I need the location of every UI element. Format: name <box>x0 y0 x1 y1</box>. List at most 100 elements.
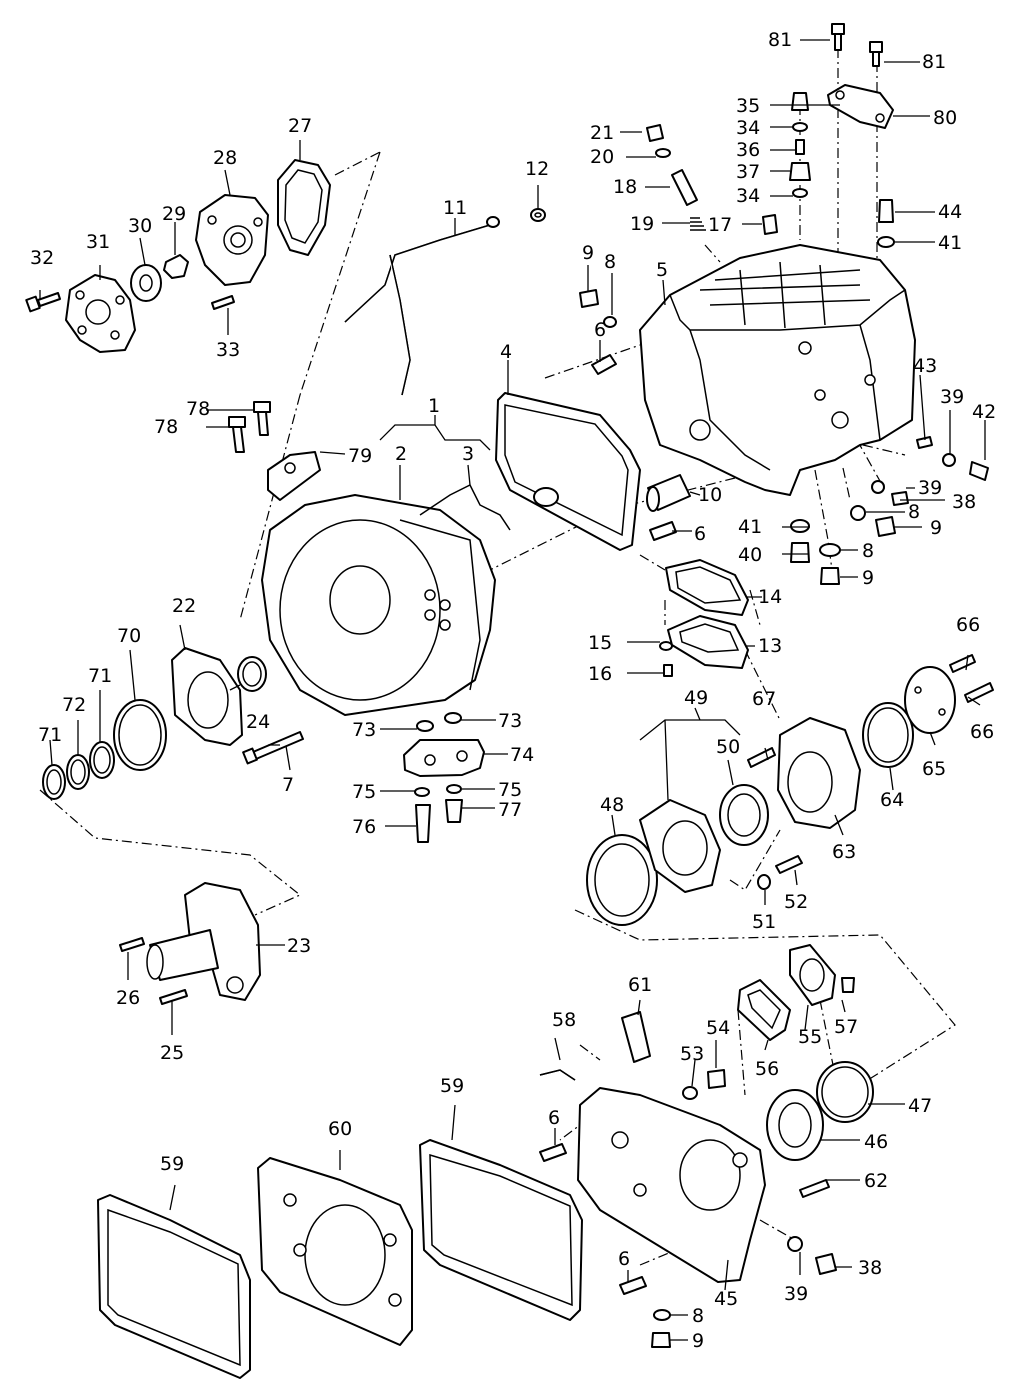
label-60: 60 <box>328 1118 352 1140</box>
pipe-10 <box>646 474 691 512</box>
label-19: 19 <box>630 213 654 235</box>
label-76: 76 <box>352 816 376 838</box>
label-80: 80 <box>933 107 957 129</box>
cover-65 <box>904 666 956 734</box>
label-45: 45 <box>714 1288 738 1310</box>
pin-6-lower-left <box>539 1143 567 1162</box>
label-21: 21 <box>590 122 614 144</box>
bolt-25 <box>159 989 188 1005</box>
bolt-52 <box>775 855 803 874</box>
label-32: 32 <box>30 247 54 269</box>
washer-20 <box>655 148 671 158</box>
label-40: 40 <box>738 544 762 566</box>
fitting-40 <box>790 542 810 563</box>
label-3: 3 <box>462 443 474 465</box>
label-5: 5 <box>656 259 668 281</box>
label-78a: 78 <box>186 398 210 420</box>
valve-block-74 <box>403 739 485 777</box>
label-58: 58 <box>552 1009 576 1031</box>
label-29: 29 <box>162 203 186 225</box>
part-labels: 81 81 35 80 34 36 37 34 44 41 21 20 18 1… <box>30 29 996 1352</box>
label-47: 47 <box>908 1095 932 1117</box>
label-25: 25 <box>160 1042 184 1064</box>
label-10: 10 <box>698 484 722 506</box>
label-9a: 9 <box>582 242 594 264</box>
label-52: 52 <box>784 891 808 913</box>
label-34b: 34 <box>736 185 760 207</box>
plate-22 <box>171 647 243 746</box>
label-9d: 9 <box>692 1330 704 1352</box>
bolt-67 <box>747 747 776 768</box>
gasket-60 <box>257 1157 413 1346</box>
lock-ring-72 <box>66 754 90 790</box>
gasket-4 <box>495 392 641 551</box>
seal-75-left <box>414 787 430 797</box>
gasket-14 <box>665 559 749 616</box>
label-18: 18 <box>613 176 637 198</box>
pin-6-lower <box>619 1276 647 1295</box>
label-38a: 38 <box>952 491 976 513</box>
label-75b: 75 <box>498 779 522 801</box>
bolt-33 <box>211 295 235 310</box>
bolt-78-right <box>253 401 271 436</box>
bolt-66-lower <box>964 682 994 703</box>
label-39a: 39 <box>940 386 964 408</box>
fitting-37 <box>789 162 811 181</box>
label-75a: 75 <box>352 781 376 803</box>
o-ring-47 <box>816 1061 874 1123</box>
pin-18 <box>671 169 698 206</box>
label-11: 11 <box>443 197 467 219</box>
label-17: 17 <box>708 214 732 236</box>
cover-45 <box>577 1087 766 1283</box>
pump-gear-30 <box>130 264 162 302</box>
bolt-62 <box>799 1179 830 1198</box>
label-55: 55 <box>798 1026 822 1048</box>
transmission-housing-5 <box>639 244 916 496</box>
label-16: 16 <box>588 663 612 685</box>
label-42: 42 <box>972 401 996 423</box>
plug-17 <box>762 214 778 235</box>
bolt-57 <box>841 977 855 993</box>
valve-77 <box>445 799 463 823</box>
label-36: 36 <box>736 139 760 161</box>
label-61: 61 <box>628 974 652 996</box>
label-65: 65 <box>922 758 946 780</box>
washer-39-mid <box>871 480 885 494</box>
label-34a: 34 <box>736 117 760 139</box>
label-78b: 78 <box>154 416 178 438</box>
bracket-80 <box>827 84 894 129</box>
label-44: 44 <box>938 201 962 223</box>
washer-41-lower <box>790 519 810 533</box>
label-6c: 6 <box>548 1107 560 1129</box>
pin-6-mid <box>649 521 677 541</box>
washer-39-lower <box>787 1236 803 1252</box>
label-51: 51 <box>752 911 776 933</box>
bolt-81-right <box>869 41 883 67</box>
bolt-38-lower <box>815 1253 837 1275</box>
cover-13 <box>667 615 749 669</box>
bolt-66-upper <box>949 654 976 673</box>
label-24: 24 <box>246 711 270 733</box>
label-56: 56 <box>755 1058 779 1080</box>
o-ring-70 <box>113 699 167 771</box>
clutch-housing-2 <box>261 494 496 716</box>
label-53: 53 <box>680 1043 704 1065</box>
label-14: 14 <box>758 586 782 608</box>
pump-cover-31 <box>65 274 136 353</box>
label-41b: 41 <box>938 232 962 254</box>
output-cover-23 <box>146 882 261 1001</box>
plug-9-upper <box>579 289 599 308</box>
pump-housing-28 <box>195 194 269 286</box>
label-6a: 6 <box>594 319 606 341</box>
plug-54 <box>707 1069 726 1089</box>
label-70: 70 <box>117 625 141 647</box>
label-8d: 8 <box>692 1305 704 1327</box>
label-63: 63 <box>832 841 856 863</box>
label-6d: 6 <box>618 1248 630 1270</box>
label-41a: 41 <box>738 516 762 538</box>
oil-pipe-11 <box>344 216 500 396</box>
label-33: 33 <box>216 339 240 361</box>
seal-73-right <box>444 712 462 724</box>
plug-9-lower <box>651 1332 671 1348</box>
